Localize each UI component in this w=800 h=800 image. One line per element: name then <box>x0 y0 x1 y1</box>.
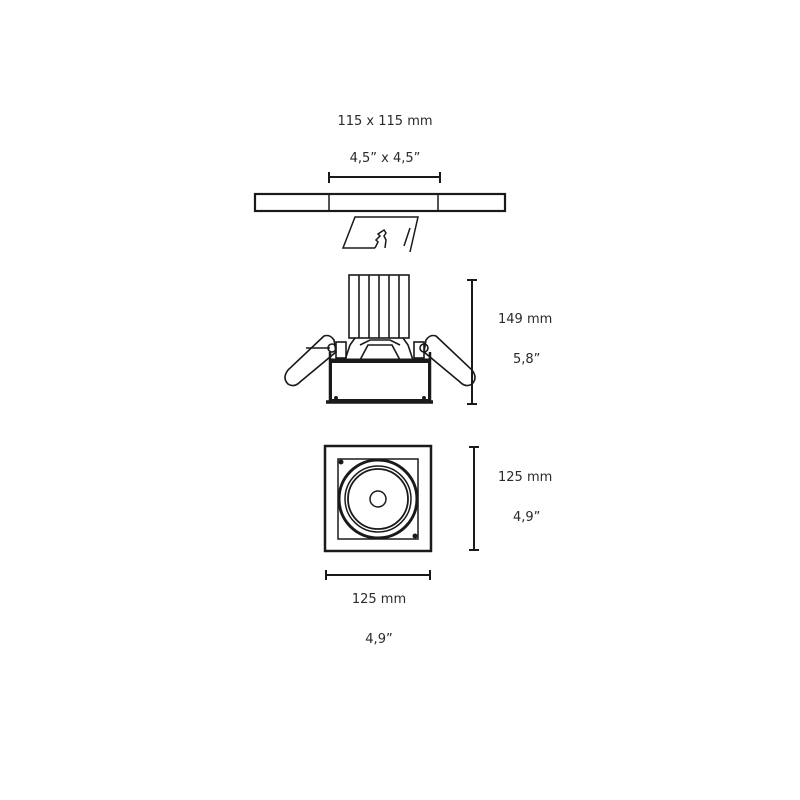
height-dimension-line <box>467 279 477 405</box>
cutout-imperial-label: 4,5” x 4,5” <box>349 151 421 166</box>
front-height-dimension-line <box>469 446 479 551</box>
cutout-metric-label: 115 x 115 mm <box>337 114 433 129</box>
height-metric-label: 149 mm <box>498 312 553 327</box>
front-view <box>323 444 433 553</box>
front-height-imperial-label: 4,9” <box>513 510 541 525</box>
cutout-dimension-line <box>328 172 441 183</box>
housing-body <box>326 352 433 404</box>
front-height-metric-label: 125 mm <box>498 470 553 485</box>
height-imperial-label: 5,8” <box>513 352 541 367</box>
spring-clip-left <box>284 334 337 387</box>
front-width-imperial-label: 4,9” <box>365 632 393 647</box>
ceiling-cutout-plate <box>253 192 507 213</box>
front-width-dimension-line <box>325 570 431 580</box>
front-width-metric-label: 125 mm <box>351 592 407 607</box>
installation-icon <box>341 216 419 253</box>
mount-bracket <box>335 337 425 361</box>
spring-clip-right <box>419 334 476 387</box>
heat-sink <box>348 274 410 339</box>
